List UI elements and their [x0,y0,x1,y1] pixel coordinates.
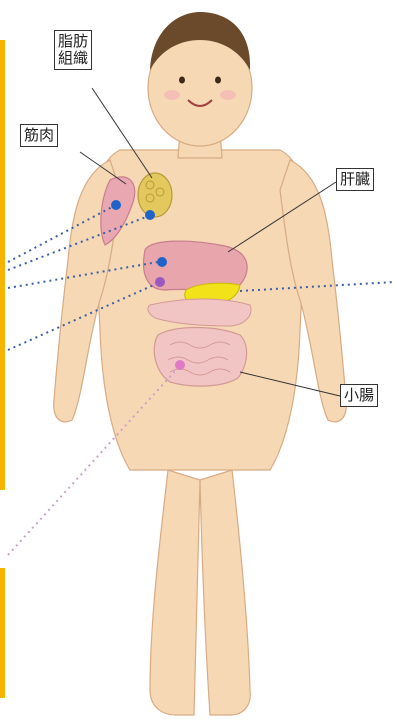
right-eye [215,77,221,84]
fat-organ [138,173,172,217]
liver-marker-purple [155,277,165,287]
fat-tissue-label-line1: 脂肪 [58,33,88,50]
fat-tissue-label-line2: 組織 [58,50,88,67]
left-eye [179,77,185,84]
small-intestine-organ [154,328,246,387]
muscle-marker [111,200,121,210]
liver-marker-blue [157,257,167,267]
liver-label: 肝臓 [336,168,374,191]
left-leg [150,470,200,715]
fat-marker [145,210,155,220]
right-cheek [220,90,236,100]
small-intestine-label: 小腸 [340,384,378,407]
muscle-label: 筋肉 [20,124,58,147]
fat-tissue-label: 脂肪 組織 [54,30,92,70]
intestine-marker [175,360,185,370]
left-cheek [164,90,180,100]
right-leg [200,470,250,715]
